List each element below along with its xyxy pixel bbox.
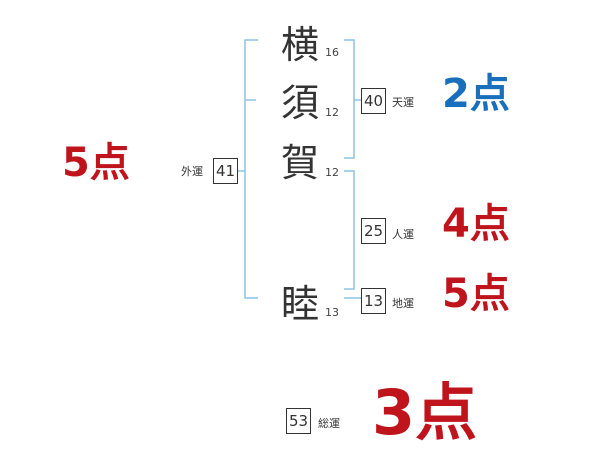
stroke-count-2: 12: [325, 106, 339, 119]
tenkaku-label: 天運: [392, 96, 414, 109]
jinkaku-label: 人運: [392, 228, 414, 241]
chikaku-score: 5点: [442, 271, 510, 317]
soukaku-value-box: 53: [286, 408, 311, 434]
tenkaku-value-box: 40: [361, 88, 386, 114]
jinkaku-score: 4点: [442, 201, 510, 247]
jinkaku-value-box: 25: [361, 218, 386, 244]
gaikaku-score: 5点: [62, 140, 130, 186]
soukaku-label: 総運: [318, 417, 340, 430]
name-char-4: 睦: [281, 282, 320, 326]
chikaku-value-box: 13: [361, 288, 386, 314]
stroke-count-4: 13: [325, 306, 339, 319]
chikaku-label: 地運: [392, 297, 414, 310]
name-char-2: 須: [281, 81, 320, 125]
tenkaku-score: 2点: [442, 71, 510, 117]
stroke-count-3: 12: [325, 166, 339, 179]
gaikaku-value-box: 41: [213, 158, 238, 184]
name-char-3: 賀: [281, 141, 320, 185]
name-char-1: 横: [281, 23, 320, 67]
gaikaku-label: 外運: [181, 165, 203, 178]
stroke-count-1: 16: [325, 46, 339, 59]
soukaku-score: 3点: [372, 376, 478, 449]
